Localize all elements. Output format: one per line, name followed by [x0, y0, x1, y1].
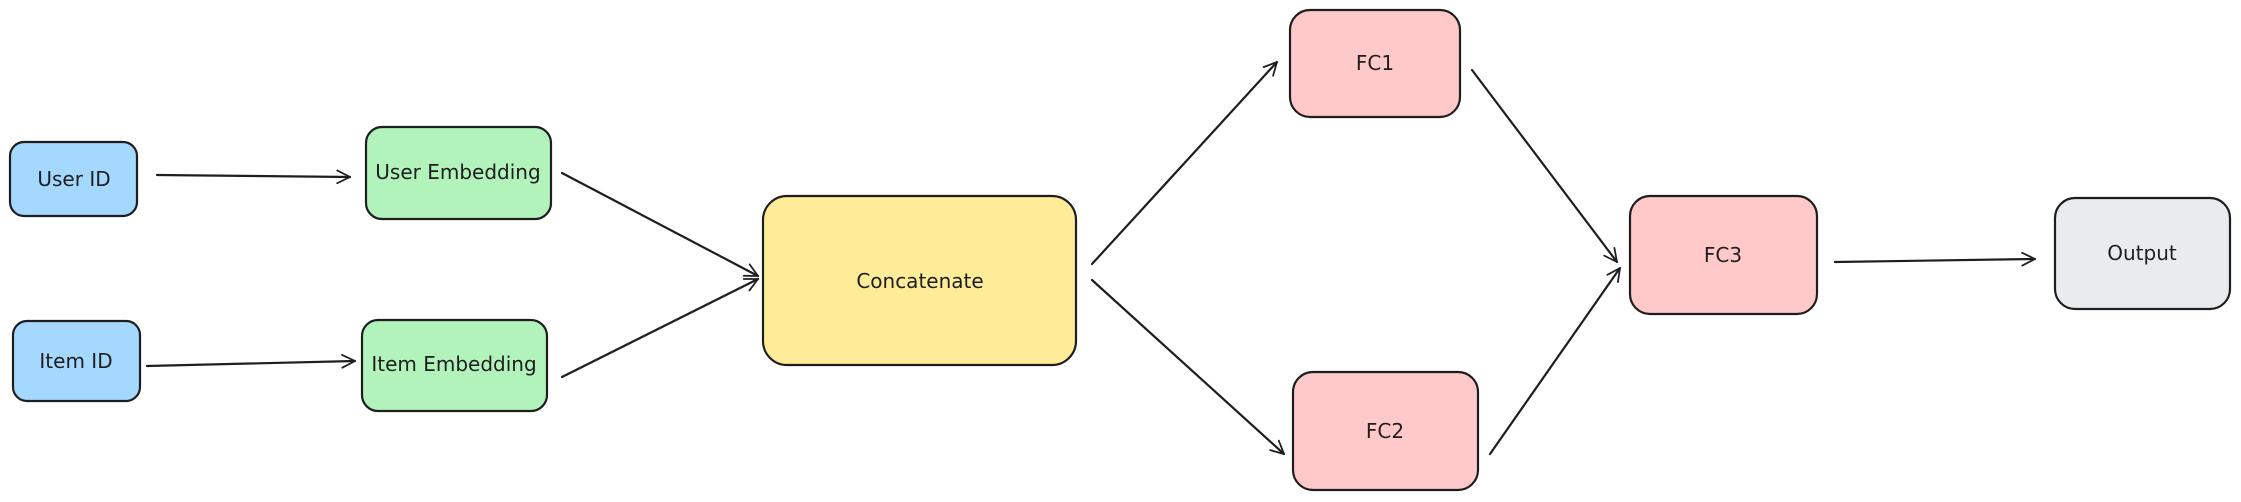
- node-item-embedding: Item Embedding: [360, 318, 549, 413]
- node-concatenate-box: [761, 194, 1078, 367]
- node-fc3-label: FC3: [1704, 243, 1742, 267]
- node-user-embedding-label: User Embedding: [375, 160, 540, 184]
- node-item-id-box: [11, 319, 142, 403]
- node-fc3: FC3: [1628, 194, 1819, 316]
- edge-user-embedding-to-concatenate: [560, 171, 760, 278]
- node-fc1-label: FC1: [1356, 51, 1394, 75]
- edges: [145, 60, 2037, 456]
- node-item-embedding-label: Item Embedding: [371, 352, 536, 376]
- node-fc2-box: [1291, 370, 1480, 492]
- node-fc1: FC1: [1288, 8, 1462, 119]
- edge-fc3-to-output: [1833, 251, 2037, 267]
- node-concatenate-label: Concatenate: [856, 269, 983, 293]
- node-fc2-label: FC2: [1366, 419, 1404, 443]
- edge-user-id-to-user-embedding: [155, 169, 352, 185]
- node-output: Output: [2053, 196, 2232, 311]
- node-user-id-label: User ID: [37, 167, 110, 191]
- node-output-label: Output: [2107, 241, 2177, 265]
- node-output-box: [2053, 196, 2232, 311]
- edge-concatenate-to-fc2: [1090, 278, 1286, 456]
- edge-concatenate-to-fc1: [1090, 60, 1279, 266]
- node-fc3-box: [1628, 194, 1819, 316]
- node-user-embedding-box: [364, 125, 553, 221]
- edge-fc2-to-fc3: [1488, 266, 1622, 456]
- node-user-embedding: User Embedding: [364, 125, 553, 221]
- node-fc2: FC2: [1291, 370, 1480, 492]
- node-item-id-label: Item ID: [39, 349, 112, 373]
- node-fc1-box: [1288, 8, 1462, 119]
- edge-fc1-to-fc3: [1470, 68, 1619, 264]
- node-user-id: User ID: [8, 140, 139, 218]
- edge-item-embedding-to-concatenate: [560, 277, 760, 379]
- node-item-embedding-box: [360, 318, 549, 413]
- node-item-id: Item ID: [11, 319, 142, 403]
- node-user-id-box: [8, 140, 139, 218]
- edge-item-id-to-item-embedding: [145, 354, 357, 369]
- node-concatenate: Concatenate: [761, 194, 1078, 367]
